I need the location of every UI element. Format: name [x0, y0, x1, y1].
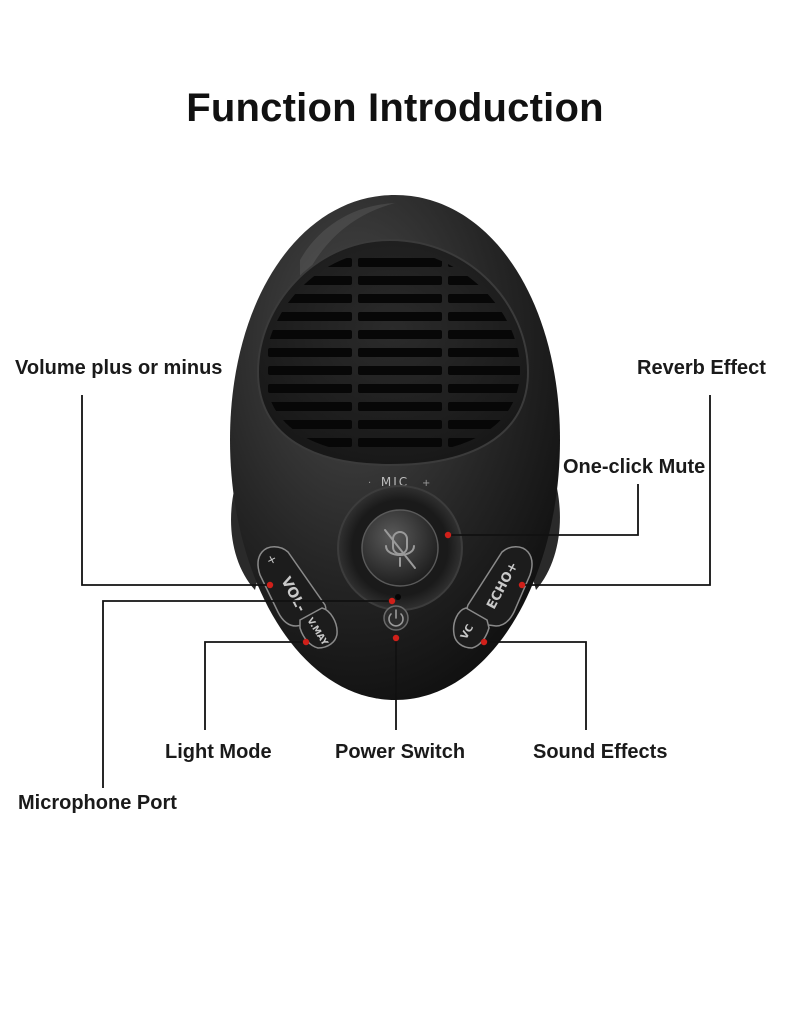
leader-mute — [448, 484, 639, 536]
grille-slot — [358, 312, 442, 321]
leader-reverb — [522, 395, 711, 586]
callout-light-mode: Light Mode — [165, 741, 272, 763]
leader-volume — [81, 395, 270, 586]
microphone-mute-icon — [384, 529, 416, 569]
page-title: Function Introduction — [186, 86, 604, 130]
leader-mute-dot — [444, 531, 452, 539]
body-highlight — [300, 203, 395, 290]
grille-slot — [448, 366, 520, 375]
callout-mute: One-click Mute — [563, 456, 706, 478]
grille-slot — [358, 294, 442, 303]
grille-slot — [358, 384, 442, 393]
grille-slot — [268, 330, 352, 339]
grille-slot — [358, 348, 442, 357]
grille-slot — [358, 438, 442, 447]
leader-mic-port-dot — [388, 597, 396, 605]
grille-slot — [268, 402, 352, 411]
callout-reverb: Reverb Effect — [637, 357, 766, 379]
grille-slot — [448, 330, 520, 339]
grille-slot — [358, 402, 442, 411]
leader-volume-dot — [266, 581, 274, 589]
leader-reverb-dot — [518, 581, 526, 589]
callout-power: Power Switch — [335, 741, 466, 763]
grille-slot — [268, 366, 352, 375]
leader-light-dot — [302, 638, 310, 646]
leader-mic-port — [102, 600, 392, 788]
grille-slot — [358, 366, 442, 375]
leader-sound — [484, 641, 587, 730]
leader-sound-dot — [480, 638, 488, 646]
grille-slot — [448, 348, 520, 357]
leader-light — [204, 641, 306, 730]
mic-marking-left-dot: · — [368, 478, 371, 489]
grille-slot — [358, 258, 442, 267]
power-icon — [388, 609, 404, 627]
callout-sound-effects: Sound Effects — [533, 741, 668, 763]
grille-slot — [268, 384, 352, 393]
grille-slot — [448, 384, 520, 393]
callout-volume: Volume plus or minus — [15, 357, 223, 379]
callout-mic-port: Microphone Port — [18, 792, 177, 814]
grille-slot — [358, 330, 442, 339]
grille-slot — [358, 276, 442, 285]
grille-slot — [358, 420, 442, 429]
grille-slot — [268, 312, 352, 321]
leader-power-dot — [392, 634, 400, 642]
mic-marking-plus: + — [422, 478, 430, 489]
grille-slot — [268, 348, 352, 357]
microphone-port-hole — [395, 594, 401, 600]
